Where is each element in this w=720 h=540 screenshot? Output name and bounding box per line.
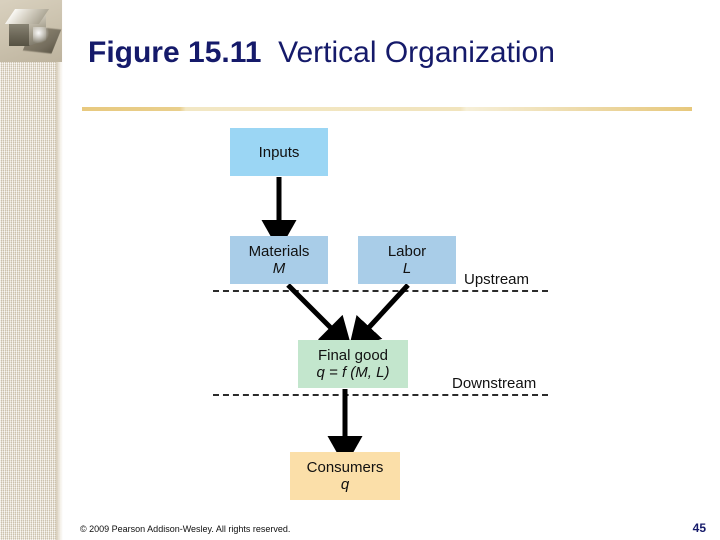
page-number: 45 bbox=[692, 521, 706, 535]
node-labor-label: Labor bbox=[387, 243, 427, 260]
copyright-notice: © 2009 Pearson Addison-Wesley. All right… bbox=[80, 524, 291, 534]
slide-title-text: Vertical Organization bbox=[278, 36, 555, 69]
node-materials[interactable]: Materials M bbox=[230, 236, 328, 284]
slide-title-figure-number: Figure 15.11 bbox=[88, 36, 262, 69]
cube-front-face bbox=[9, 22, 30, 46]
node-materials-label: Materials bbox=[248, 243, 310, 260]
downstream-label: Downstream bbox=[452, 375, 537, 392]
left-texture-strip bbox=[0, 0, 62, 540]
node-labor-variable: L bbox=[402, 260, 412, 277]
upstream-label: Upstream bbox=[464, 271, 530, 288]
node-labor[interactable]: Labor L bbox=[358, 236, 456, 284]
node-final-good-label: Final good bbox=[317, 347, 389, 364]
node-consumers-label: Consumers bbox=[306, 459, 384, 476]
node-final-good[interactable]: Final good q = f (M, L) bbox=[298, 340, 408, 388]
upstream-separator-line bbox=[213, 290, 548, 292]
node-final-good-equation: q = f (M, L) bbox=[316, 364, 390, 381]
cube-highlight bbox=[33, 27, 49, 44]
node-consumers-variable: q bbox=[340, 476, 350, 493]
metallic-cube-photo bbox=[0, 0, 62, 62]
arrow-labor-to-final-good bbox=[348, 283, 410, 350]
node-consumers[interactable]: Consumers q bbox=[290, 452, 400, 500]
downstream-separator-line bbox=[213, 394, 548, 396]
node-inputs[interactable]: Inputs bbox=[230, 128, 328, 176]
title-divider-rule bbox=[82, 107, 692, 111]
node-inputs-label: Inputs bbox=[258, 143, 300, 161]
left-strip-edge-fade bbox=[56, 0, 63, 540]
node-materials-variable: M bbox=[272, 260, 286, 277]
arrow-materials-to-final-good bbox=[286, 283, 353, 350]
slide-title: Figure 15.11 Vertical Organization bbox=[88, 34, 688, 72]
